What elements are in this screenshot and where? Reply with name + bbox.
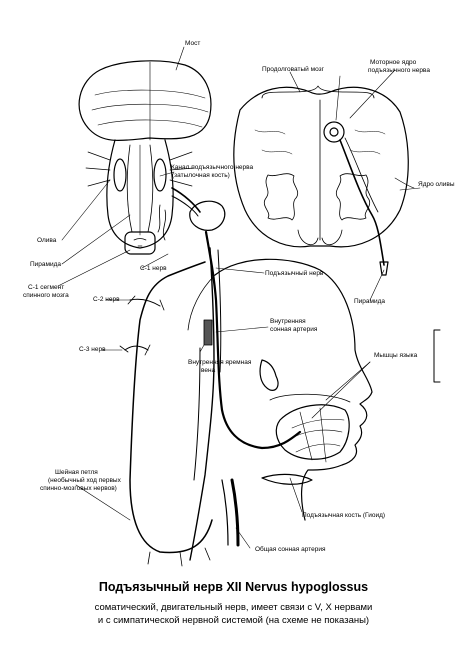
ear (259, 359, 279, 391)
caption-title: Подъязычный нерв XII Nervus hypoglossus (98, 580, 369, 594)
label-sheynaya-petlya-1: Шейная петля (55, 468, 98, 476)
label-motornoe-yadro: Моторное ядро (370, 59, 417, 66)
labels: Мост Продолговатый мозг Моторное ядро по… (23, 40, 455, 553)
label-c1-nerv: С-1 нерв (140, 265, 167, 272)
brainstem-illustration (78, 60, 226, 255)
olivary-nucleus-left (263, 173, 299, 221)
olive-left (113, 158, 127, 192)
label-podyazychny-nerv: Подъязычный нерв (265, 269, 324, 277)
c1-spinal-segment (124, 231, 156, 255)
label-sheynaya-petlya-2: (необычный ход первых (48, 476, 122, 484)
internal-jugular-vein (203, 319, 213, 346)
common-carotid-artery (230, 478, 240, 547)
hypoglossal-nucleus (323, 121, 345, 143)
nerve-stump (379, 261, 389, 276)
right-bracket (433, 329, 441, 383)
caption-line-1: соматический, двигательный нерв, имеет с… (94, 602, 373, 613)
caption-line-2: и с симпатической нервной системой (на с… (97, 615, 370, 626)
label-piramida-right: Пирамида (354, 298, 385, 305)
label-obshchaya-sonnaya: Общая сонная артерия (255, 545, 326, 553)
hypoglossal-nerve-path (204, 230, 302, 450)
label-yadro-olivy: Ядро оливы (418, 181, 455, 188)
medulla-shape (106, 139, 174, 249)
label-kanal-2: (затылочная кость) (172, 172, 230, 179)
head-neck-outline (187, 258, 373, 521)
label-motornoe-yadro-2: подъязычного нерва (368, 67, 430, 74)
label-myshcy-yazyka: Мышцы языка (374, 352, 418, 359)
label-vnutr-vena-1: Внутренняя яремная (188, 359, 252, 366)
label-podyazychnaya-kost: Подъязычная кость (Гиоид) (302, 512, 385, 519)
label-vnutr-vena-2: вена (201, 367, 216, 374)
label-c3-nerv: С-3 нерв (79, 346, 106, 353)
pons-shape (78, 60, 212, 142)
label-piramida-left: Пирамида (30, 261, 61, 268)
label-vnutr-sonnaya-2: сонная артерия (270, 326, 318, 333)
label-oliva: Олива (37, 237, 57, 244)
olive-right (153, 158, 167, 192)
olivary-nucleus-right (335, 173, 371, 221)
label-most: Мост (185, 40, 200, 47)
hyoid-bone (261, 473, 313, 485)
label-c1-segment-1: С-1 сегмент (28, 284, 64, 291)
tongue-muscles (275, 404, 350, 460)
hypoglossal-canal (189, 200, 226, 231)
ansa-cervicalis (129, 261, 213, 554)
label-c2-nerv: С-2 нерв (93, 296, 120, 303)
label-prodolgovaty-mozg: Продолговатый мозг (262, 65, 325, 73)
label-c1-segment-2: спинного мозга (23, 292, 69, 299)
label-kanal-1: Канал подъязычного нерва (171, 164, 254, 171)
medulla-cross-section (233, 75, 415, 276)
internal-carotid-artery (189, 247, 215, 561)
label-sheynaya-petlya-3: спинно-мозговых нервов) (40, 485, 117, 492)
label-vnutr-sonnaya-1: Внутренняя (270, 318, 306, 325)
